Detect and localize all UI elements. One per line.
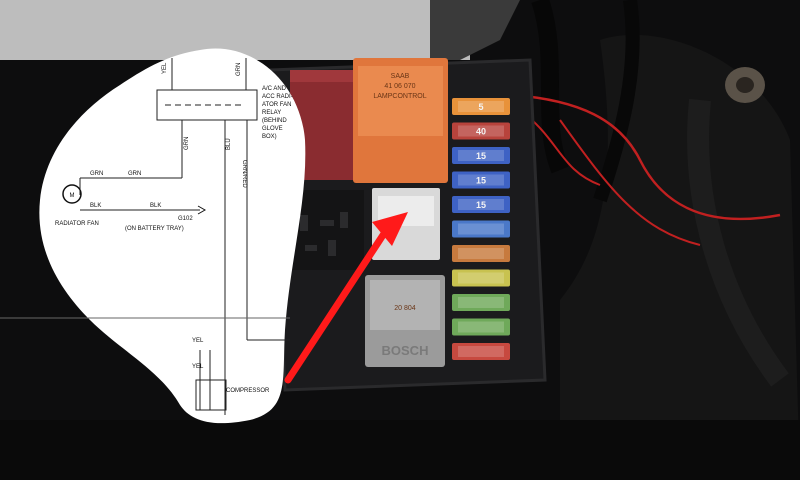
svg-text:ACC RADI-: ACC RADI-	[262, 94, 293, 100]
relay-description: A/C AND ACC RADI- ATOR FAN RELAY (BEHIND…	[262, 86, 293, 140]
relay-bosch: 20 804 BOSCH	[365, 275, 445, 367]
motor-label: M	[70, 193, 75, 199]
top-panel	[0, 0, 470, 60]
relay-name: LAMPCONTROL	[373, 93, 426, 100]
fuse-rating: 40	[476, 127, 486, 137]
fuse	[452, 220, 510, 238]
fuse	[452, 171, 510, 189]
fan-label: RADIATOR FAN	[55, 221, 99, 227]
bosch-part-number: 20 804	[394, 305, 416, 312]
wire-label: GRN	[184, 137, 190, 150]
svg-text:RELAY: RELAY	[262, 110, 281, 116]
wire-label: YEL	[192, 338, 204, 344]
wire-label: YEL	[162, 62, 168, 74]
ground-note: (ON BATTERY TRAY)	[125, 226, 184, 232]
fuse	[452, 98, 510, 115]
top-panel-shadow	[430, 0, 520, 60]
fuse	[452, 269, 510, 287]
pointer-arrow	[284, 212, 408, 384]
svg-text:ATOR FAN: ATOR FAN	[262, 102, 291, 108]
fuse-rating: 15	[476, 200, 486, 210]
red-wire	[511, 93, 781, 221]
fuse-window	[458, 223, 504, 235]
svg-text:GLOVE: GLOVE	[262, 126, 283, 132]
schematic-overlay	[39, 48, 306, 424]
relay-maroon-top	[290, 70, 358, 82]
wire-label: GRN	[90, 171, 103, 177]
fuse-column: 5 40 15 15 15	[452, 98, 510, 360]
fuse-rating: 15	[476, 176, 486, 186]
compressor-label: COMPRESSOR	[226, 388, 270, 394]
svg-text:(BEHIND: (BEHIND	[262, 118, 287, 124]
fuse-window	[458, 297, 504, 308]
fuse	[452, 122, 510, 140]
relay-part-number: 41 06 070	[384, 83, 415, 90]
red-wire	[559, 119, 701, 246]
svg-text:A/C AND: A/C AND	[262, 86, 287, 92]
bolt-center	[736, 77, 754, 93]
fuse-window	[458, 321, 504, 333]
fuse	[452, 294, 510, 311]
wire-label: GRN	[236, 63, 242, 76]
fuse-rating: 5	[478, 102, 483, 112]
fuse-window	[458, 346, 504, 357]
relay-lampcontrol: SAAB 41 06 070 LAMPCONTROL	[353, 58, 448, 183]
fuse-window	[458, 199, 504, 210]
wire-label: GRN/RED	[241, 160, 247, 188]
svg-text:BOX): BOX)	[262, 134, 277, 140]
hose	[687, 98, 789, 387]
fuse	[452, 245, 510, 262]
relay-brand: SAAB	[391, 73, 410, 80]
fuse-window	[458, 248, 504, 259]
hose	[593, 0, 640, 203]
hose	[531, 0, 569, 174]
bottom-shadow	[0, 420, 800, 480]
ground-symbol	[197, 205, 207, 215]
wire-label: BLU	[226, 138, 232, 150]
fuse-rating: 15	[476, 151, 486, 161]
wire-label: YEL	[192, 364, 204, 370]
fuse	[452, 147, 510, 164]
wire-label: BLK	[150, 203, 161, 209]
wire-label: BLK	[90, 203, 101, 209]
schematic-wiring	[0, 58, 290, 415]
fuse-window	[458, 174, 504, 186]
fuse-window	[458, 101, 504, 112]
fuse-window	[458, 150, 504, 161]
ground-id: G102	[178, 216, 193, 222]
fuse-window	[458, 272, 504, 284]
motor-symbol	[62, 184, 82, 204]
bosch-brand: BOSCH	[382, 343, 429, 358]
socket-pins	[300, 212, 348, 256]
fuse	[452, 196, 510, 213]
fuse	[452, 343, 510, 360]
fuse-window	[458, 125, 504, 137]
fuse	[452, 318, 510, 336]
wire-label: GRN	[128, 171, 141, 177]
